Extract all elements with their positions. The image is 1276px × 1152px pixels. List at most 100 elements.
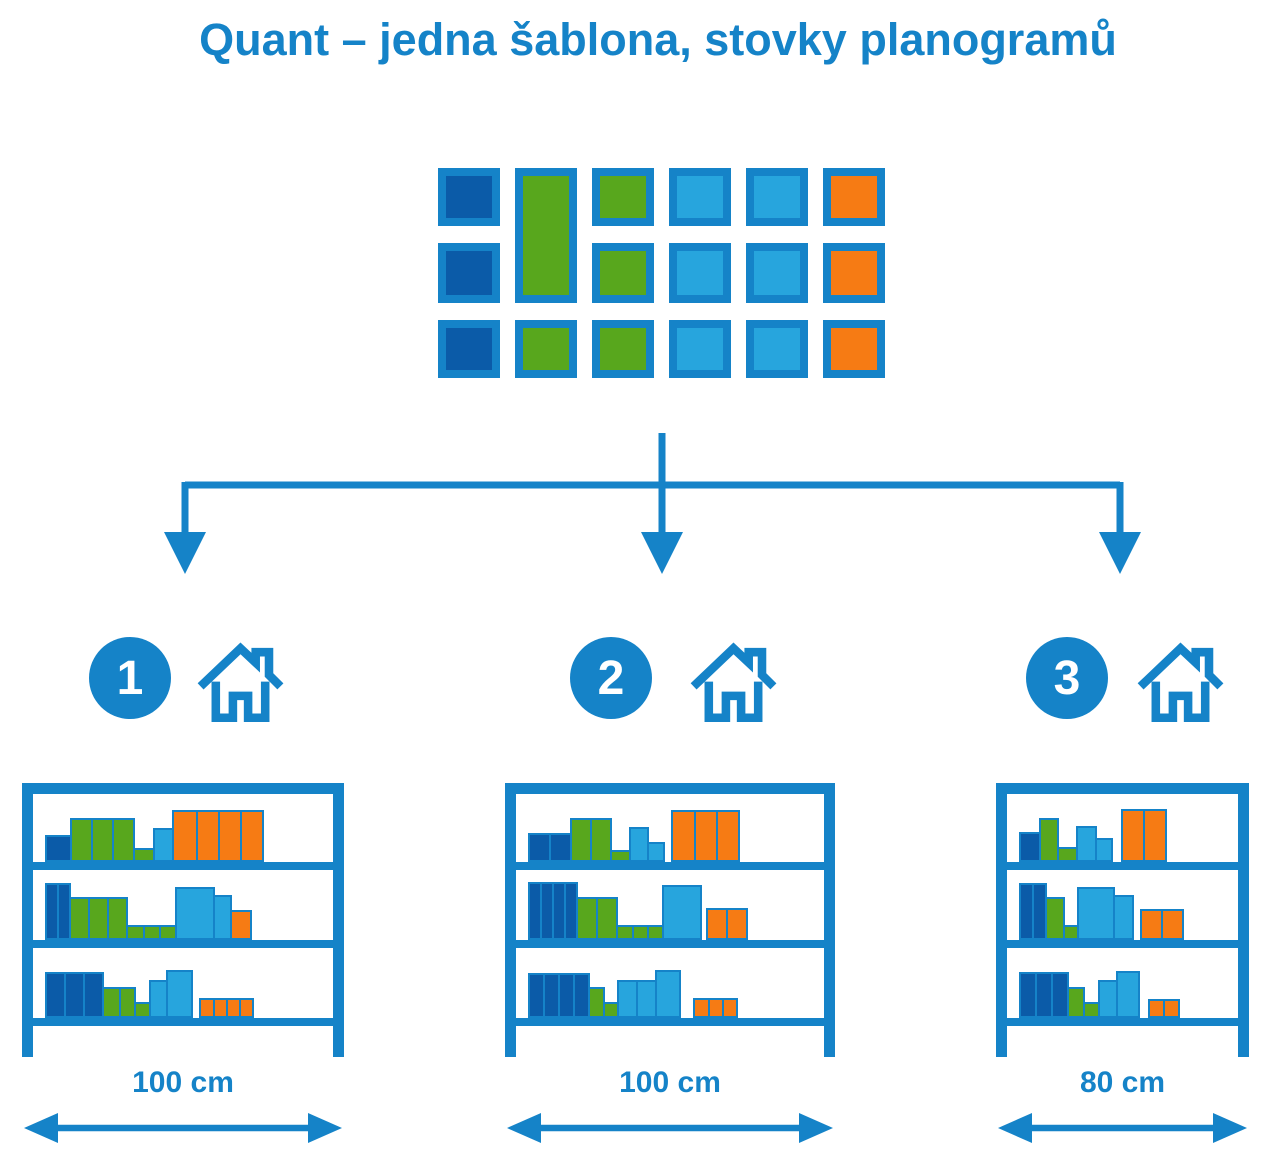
shelf-rack (996, 783, 1249, 1057)
product-bar (528, 833, 551, 862)
house-icon (197, 642, 284, 723)
shelf-width-label: 80 cm (1079, 1066, 1166, 1099)
template-cell (746, 320, 808, 378)
template-grid (438, 168, 885, 378)
template-cell (669, 243, 731, 303)
product-bar (218, 810, 242, 862)
product-bar (45, 972, 66, 1018)
shelf-board (996, 862, 1249, 870)
product-bar (196, 810, 220, 862)
shelf-board (22, 1018, 344, 1026)
shelf-board (996, 1018, 1249, 1026)
product-bar (549, 833, 572, 862)
product-bar (570, 818, 592, 862)
product-bar (726, 908, 748, 940)
shelf-board (22, 862, 344, 870)
product-bar (655, 970, 681, 1018)
product-bar (1143, 809, 1167, 862)
shelf-top-bar (505, 783, 835, 794)
store-number: 2 (597, 651, 625, 705)
shelf-width-label: 100 cm (619, 1066, 721, 1099)
product-bar (647, 842, 665, 862)
template-cell (746, 243, 808, 303)
product-bar (1076, 826, 1097, 862)
shelf-board (505, 862, 835, 870)
product-bar (617, 980, 638, 1018)
template-cell (823, 320, 885, 378)
product-row (516, 810, 827, 862)
product-bar (1116, 971, 1140, 1018)
product-bar (172, 810, 198, 862)
template-cell (592, 243, 654, 303)
product-bar (45, 835, 72, 862)
shelf-post (333, 783, 344, 1057)
template-cell (669, 320, 731, 378)
template-cell (515, 320, 577, 378)
house-icon (1137, 642, 1224, 723)
store-number-badge: 2 (570, 637, 652, 719)
product-bar (1140, 909, 1163, 940)
template-cell (669, 168, 731, 226)
shelf-post (22, 783, 33, 1057)
store-number-badge: 1 (89, 637, 171, 719)
shelf-post (1238, 783, 1249, 1057)
product-bar (91, 818, 114, 862)
product-bar (1039, 818, 1059, 862)
shelf-board (22, 940, 344, 948)
product-bar (1161, 909, 1184, 940)
product-bar (240, 810, 264, 862)
shelf-post (824, 783, 835, 1057)
shelf-width-label: 100 cm (132, 1066, 234, 1099)
template-cell (438, 243, 500, 303)
store-number-badge: 3 (1026, 637, 1108, 719)
shelf-board (505, 1018, 835, 1026)
product-bar (629, 827, 649, 862)
product-row (1007, 971, 1241, 1018)
page-title: Quant – jedna šablona, stovky planogramů (199, 14, 1117, 65)
product-bar (133, 848, 155, 862)
product-row (33, 970, 336, 1018)
product-bar (1095, 838, 1113, 862)
product-bar (636, 980, 657, 1018)
template-cell (592, 168, 654, 226)
product-bar (716, 810, 740, 862)
template-cell (438, 168, 500, 226)
product-bar (166, 970, 193, 1018)
product-bar (1019, 832, 1041, 862)
product-bar (175, 887, 215, 940)
shelf-board (505, 940, 835, 948)
double-arrow-horizontal-icon (24, 1113, 342, 1143)
shelf-post (505, 783, 516, 1057)
product-bar (590, 818, 612, 862)
product-bar (70, 818, 93, 862)
product-bar (88, 897, 109, 940)
product-bar (153, 828, 174, 862)
template-cell (746, 168, 808, 226)
product-bar (112, 818, 135, 862)
product-bar (1045, 897, 1065, 940)
product-row (33, 810, 336, 862)
product-bar (1163, 999, 1180, 1018)
product-bar (1098, 980, 1118, 1018)
template-cell (823, 243, 885, 303)
product-bar (1113, 895, 1134, 940)
template-cell (823, 168, 885, 226)
shelf-rack (22, 783, 344, 1057)
shelf-post (996, 783, 1007, 1057)
product-bar (1057, 847, 1078, 862)
product-bar (706, 908, 728, 940)
template-cell (592, 320, 654, 378)
product-row (33, 883, 336, 940)
shelf-top-bar (22, 783, 344, 794)
product-bar (230, 910, 252, 940)
product-row (1007, 809, 1241, 862)
product-bar (1121, 809, 1145, 862)
product-row (516, 882, 827, 940)
double-arrow-horizontal-icon (998, 1113, 1247, 1143)
double-arrow-horizontal-icon (507, 1113, 833, 1143)
store-number: 1 (116, 651, 144, 705)
template-cell (438, 320, 500, 378)
template-cell (515, 168, 577, 303)
product-bar (1077, 887, 1115, 940)
